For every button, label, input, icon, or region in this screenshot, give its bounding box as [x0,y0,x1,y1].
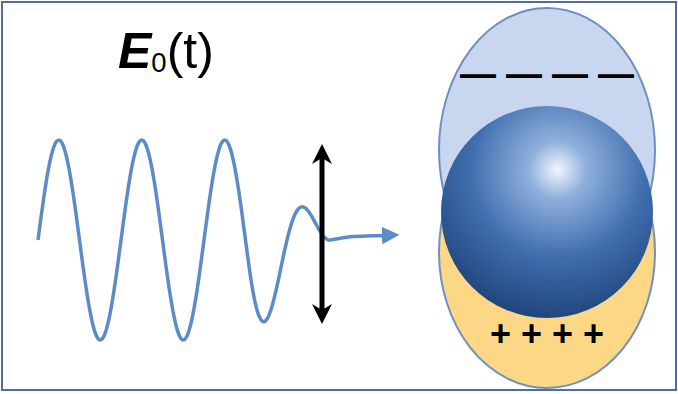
field-label: E0(t) [118,26,214,77]
wave [38,140,396,340]
particle-sphere [441,106,653,318]
charge-label: + + + + [490,316,604,352]
wave-path [38,140,396,340]
polarization-arrow [320,150,325,318]
frame [2,2,676,390]
charge-label: — — — — [460,56,634,92]
